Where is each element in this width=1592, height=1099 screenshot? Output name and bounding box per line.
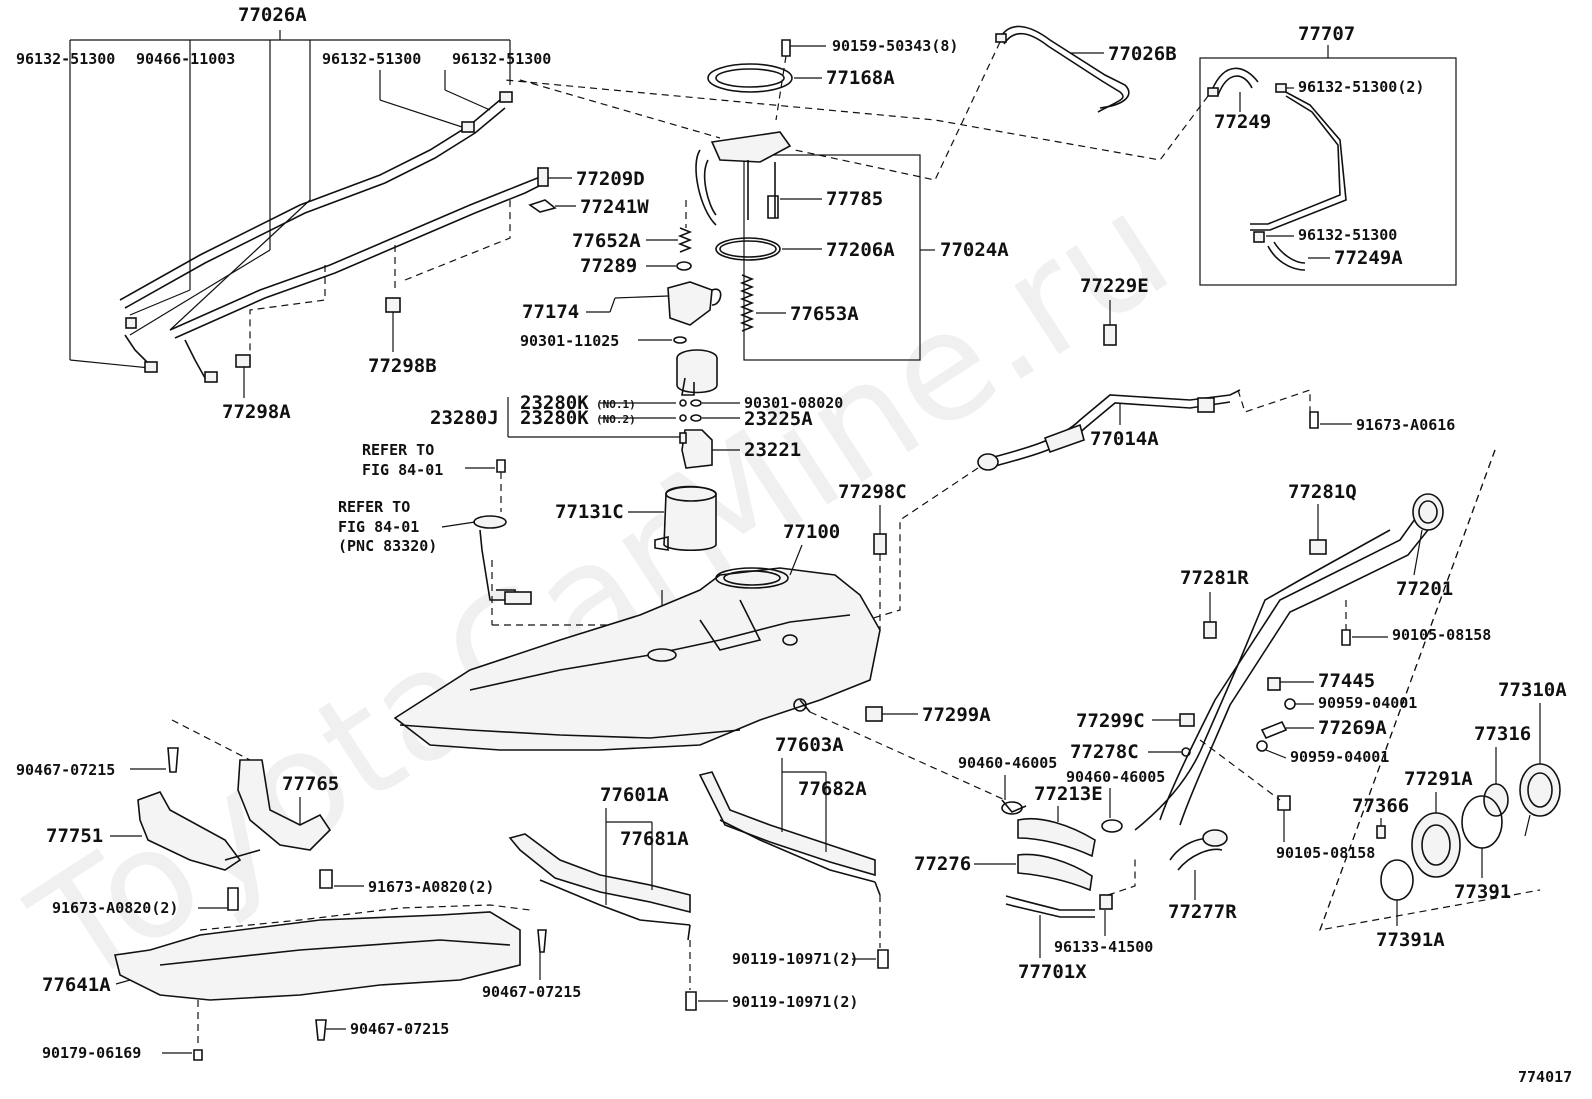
label-77603a: 77603A <box>775 734 844 756</box>
label-77298c: 77298C <box>838 481 907 503</box>
label-90959-04001-a: 90959-04001 <box>1318 694 1417 712</box>
label-96132-51300-c: 96132-51300 <box>452 50 551 68</box>
label-96132-51300-a: 96132-51300 <box>16 50 115 68</box>
label-77701x: 77701X <box>1018 961 1087 983</box>
label-23280k-no2: 23280K <box>520 407 589 429</box>
label-90301-08020: 90301-08020 <box>744 394 843 412</box>
label-77026a: 77026A <box>238 4 307 26</box>
label-77316: 77316 <box>1474 723 1531 745</box>
label-90119-10971-b: 90119-10971(2) <box>732 993 858 1011</box>
tank-protectors-and-brackets <box>114 719 889 1061</box>
label-77026b: 77026B <box>1108 43 1177 65</box>
label-77445: 77445 <box>1318 670 1375 692</box>
label-90959-04001-b: 90959-04001 <box>1290 748 1389 766</box>
label-77652a: 77652A <box>572 230 641 252</box>
label-96133-41500: 96133-41500 <box>1054 938 1153 956</box>
label-77229e: 77229E <box>1080 275 1149 297</box>
label-96132-51300-2: 96132-51300(2) <box>1298 78 1424 96</box>
label-77209d: 77209D <box>576 168 645 190</box>
label-77278c: 77278C <box>1070 741 1139 763</box>
refer-line3: REFER TO <box>338 498 410 516</box>
label-77281q: 77281Q <box>1288 481 1357 503</box>
label-23225a: 23225A <box>744 408 813 430</box>
label-77168a: 77168A <box>826 67 895 89</box>
label-77299c: 77299C <box>1076 710 1145 732</box>
label-23221: 23221 <box>744 439 801 461</box>
label-77298b: 77298B <box>368 355 437 377</box>
label-77298a: 77298A <box>222 401 291 423</box>
label-77765: 77765 <box>282 773 339 795</box>
label-91673-a0616: 91673-A0616 <box>1356 416 1455 434</box>
label-23280k-no1: 23280K <box>520 392 589 414</box>
refer-line2: FIG 84-01 <box>362 461 443 479</box>
label-77201: 77201 <box>1396 578 1453 600</box>
label-77751: 77751 <box>46 825 103 847</box>
fuel-pump-assembly-77024a <box>654 39 935 552</box>
label-77241w: 77241W <box>580 196 649 218</box>
refer-line4: FIG 84-01 <box>338 518 419 536</box>
label-90467-07215-b: 90467-07215 <box>482 983 581 1001</box>
refer-line1: REFER TO <box>362 441 434 459</box>
label-77653a: 77653A <box>790 303 859 325</box>
label-96132-51300-d: 96132-51300 <box>1298 226 1397 244</box>
label-77366: 77366 <box>1352 795 1409 817</box>
label-90467-07215-a: 90467-07215 <box>16 761 115 779</box>
label-91673-a0820-a: 91673-A0820(2) <box>368 878 494 896</box>
label-77277r: 77277R <box>1168 901 1237 923</box>
label-90105-08158-a: 90105-08158 <box>1392 626 1491 644</box>
label-77601a: 77601A <box>600 784 669 806</box>
label-77785: 77785 <box>826 188 883 210</box>
label-90119-10971-a: 90119-10971(2) <box>732 950 858 968</box>
label-90466-11003: 90466-11003 <box>136 50 235 68</box>
label-77213e: 77213E <box>1034 783 1103 805</box>
label-77641a: 77641A <box>42 974 111 996</box>
vent-line-77026b <box>794 25 1130 181</box>
label-77100: 77100 <box>783 521 840 543</box>
fuel-sender-gauge <box>473 459 663 635</box>
label-90301-11025: 90301-11025 <box>520 332 619 350</box>
label-77249a: 77249A <box>1334 247 1403 269</box>
label-90105-08158-b: 90105-08158 <box>1276 844 1375 862</box>
label-90460-46005-a: 90460-46005 <box>958 754 1057 772</box>
breather-line-77014a <box>799 300 1319 641</box>
fuel-tank-77100 <box>393 567 1006 801</box>
filler-hoses <box>1001 799 1136 918</box>
label-77291a: 77291A <box>1404 768 1473 790</box>
vent-tube-group-77707 <box>504 45 1457 286</box>
label-77269a: 77269A <box>1318 717 1387 739</box>
label-90179-06169: 90179-06169 <box>42 1044 141 1062</box>
label-77131c: 77131C <box>555 501 624 523</box>
label-77289: 77289 <box>580 255 637 277</box>
fuel-cap-group <box>1319 449 1561 931</box>
label-no2: (NO.2) <box>596 413 636 426</box>
label-no1: (NO.1) <box>596 398 636 411</box>
label-23280j: 23280J <box>430 407 499 429</box>
label-91673-a0820-b: 91673-A0820(2) <box>52 899 178 917</box>
label-77299a: 77299A <box>922 704 991 726</box>
label-77014a: 77014A <box>1090 428 1159 450</box>
label-77276: 77276 <box>914 853 971 875</box>
label-77310a: 77310A <box>1498 679 1567 701</box>
filler-pipe-77201 <box>1134 449 1541 931</box>
label-96132-51300-b: 96132-51300 <box>322 50 421 68</box>
label-77249: 77249 <box>1214 111 1271 133</box>
label-77024a: 77024A <box>940 239 1009 261</box>
label-90467-07215-c: 90467-07215 <box>350 1020 449 1038</box>
label-77707: 77707 <box>1298 23 1355 45</box>
refer-line5: (PNC 83320) <box>338 537 437 555</box>
label-90460-46005-b: 90460-46005 <box>1066 768 1165 786</box>
label-77206a: 77206A <box>826 239 895 261</box>
label-90159-50343: 90159-50343(8) <box>832 37 958 55</box>
label-77391a: 77391A <box>1376 929 1445 951</box>
label-77281r: 77281R <box>1180 567 1249 589</box>
label-77681a: 77681A <box>620 828 689 850</box>
label-77174: 77174 <box>522 301 579 323</box>
label-77682a: 77682A <box>798 778 867 800</box>
label-77391: 77391 <box>1454 881 1511 903</box>
fuel-line-group-77026a <box>69 30 721 383</box>
figure-number: 774017 <box>1518 1068 1572 1086</box>
